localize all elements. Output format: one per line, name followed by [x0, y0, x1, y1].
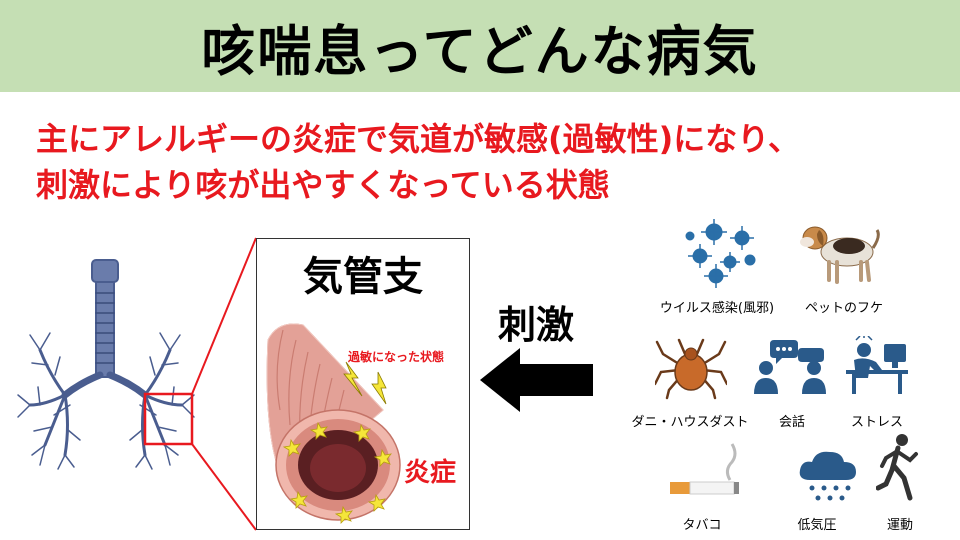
bronchus-tube-icon: [266, 323, 401, 524]
rain-cloud-icon: [799, 451, 856, 501]
stimulus-label-virus: ウイルス感染(風邪): [659, 301, 775, 316]
stimulus-label-stress: ストレス: [850, 415, 904, 430]
stimulus-label: 刺激: [498, 303, 575, 347]
runner-icon: [876, 434, 918, 501]
stimulus-label-conversation: 会話: [778, 415, 806, 430]
slide-title: 咳喘息ってどんな病気: [201, 19, 759, 83]
stimulus-label-pet: ペットのフケ: [804, 301, 884, 316]
subtitle-line-1: 主にアレルギーの炎症で気道が敏感(過敏性)になり、: [36, 120, 800, 158]
conversation-icon: [754, 340, 826, 394]
inflammation-label: 炎症: [404, 458, 457, 488]
title-band: [0, 0, 960, 92]
stimulus-label-cigarette: タバコ: [682, 518, 722, 533]
mite-icon: [655, 338, 727, 400]
bronchi-title: 気管支: [303, 254, 423, 300]
stimulus-label-exercise: 運動: [886, 518, 914, 533]
virus-icon: [685, 219, 756, 288]
stimulus-label-mite: ダニ・ハウスダスト: [631, 415, 749, 430]
arrow-left-icon: [480, 348, 593, 412]
cigarette-icon: [670, 443, 739, 495]
stimulus-label-low-pressure: 低気圧: [797, 518, 837, 533]
stress-icon: [846, 336, 908, 394]
dog-icon: [800, 226, 880, 284]
hypersensitive-label: 過敏になった状態: [348, 350, 445, 364]
subtitle-line-2: 刺激により咳が出やすくなっている状態: [36, 166, 610, 204]
lungs-icon: [17, 259, 195, 470]
